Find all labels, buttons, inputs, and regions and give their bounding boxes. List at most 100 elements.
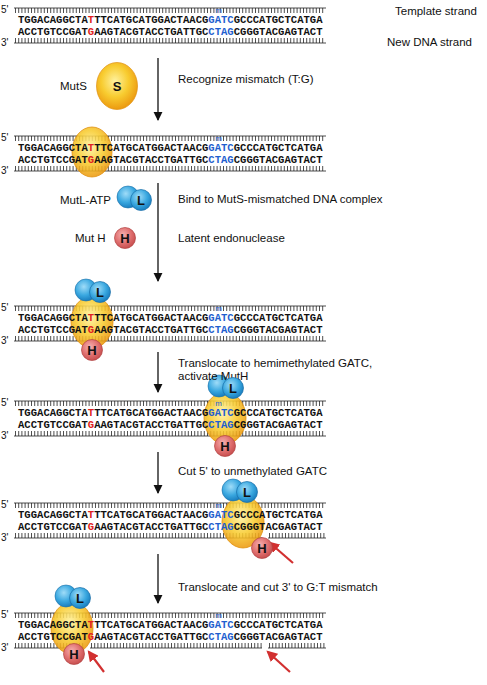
base-letter: G: [272, 407, 278, 419]
base-letter: A: [120, 154, 126, 166]
base-letter: G: [272, 14, 278, 26]
protein-letter: L: [236, 481, 258, 503]
base-letter: C: [56, 154, 62, 166]
base-letter: T: [189, 631, 195, 643]
base-letter: T: [37, 26, 43, 38]
base-letter: G: [310, 142, 316, 154]
dna-backbone: [14, 306, 326, 311]
mutl-protein: L: [222, 377, 244, 399]
base-letter: C: [132, 509, 138, 521]
base-letter: T: [50, 26, 56, 38]
base-letter: A: [177, 154, 183, 166]
dna-backbone: [14, 401, 326, 406]
base-letter: T: [94, 619, 100, 631]
node-shape: [237, 482, 258, 503]
step-arrow: [157, 554, 158, 603]
base-letter: A: [37, 407, 43, 419]
node-shape: [131, 190, 152, 211]
base-letter: C: [246, 619, 252, 631]
base-letter: T: [265, 14, 271, 26]
base-letter: G: [234, 142, 240, 154]
base-letter: C: [158, 26, 164, 38]
base-letter: C: [126, 631, 132, 643]
base-letter: T: [177, 407, 183, 419]
base-letter: A: [265, 26, 271, 38]
base-letter: C: [31, 324, 37, 336]
base-letter: G: [202, 407, 208, 419]
base-letter: T: [75, 14, 81, 26]
base-letter: G: [132, 26, 138, 38]
base-letter: A: [145, 521, 151, 533]
base-letter: T: [37, 521, 43, 533]
base-letter: C: [227, 509, 233, 521]
base-letter: G: [62, 509, 68, 521]
base-letter: C: [170, 407, 176, 419]
base-letter: C: [107, 509, 113, 521]
base-letter: G: [43, 419, 49, 431]
dna-backbone: [90, 643, 262, 648]
base-letter: G: [151, 14, 157, 26]
end-label: 5': [1, 396, 8, 409]
base-letter: G: [240, 324, 246, 336]
step-label: Cut 5' to unmethylated GATC: [178, 465, 327, 478]
base-letter: G: [88, 324, 94, 336]
base-letter: C: [170, 312, 176, 324]
base-letter: G: [170, 521, 176, 533]
dna-sequence: ACCTGTCCGATGAAGTACGTACCTGATTGCCTAGCGGGTA…: [18, 26, 323, 38]
base-letter: C: [170, 142, 176, 154]
base-letter: A: [18, 324, 24, 336]
base-letter: A: [316, 509, 322, 521]
base-letter: C: [253, 14, 259, 26]
base-letter: G: [126, 509, 132, 521]
base-letter: C: [126, 26, 132, 38]
base-letter: C: [56, 521, 62, 533]
base-letter: A: [120, 521, 126, 533]
node-shape: [97, 63, 138, 110]
base-letter: T: [297, 154, 303, 166]
base-letter: A: [75, 631, 81, 643]
base-letter: A: [94, 419, 100, 431]
base-letter: G: [272, 619, 278, 631]
base-letter: A: [297, 142, 303, 154]
base-letter: A: [81, 509, 87, 521]
base-letter: A: [81, 312, 87, 324]
base-letter: C: [196, 407, 202, 419]
base-letter: C: [291, 407, 297, 419]
base-letter: A: [177, 324, 183, 336]
base-letter: A: [139, 407, 145, 419]
base-letter: T: [120, 407, 126, 419]
end-label: 5': [1, 301, 8, 314]
base-letter: A: [145, 26, 151, 38]
base-letter: A: [37, 619, 43, 631]
base-letter: A: [113, 142, 119, 154]
base-letter: T: [265, 509, 271, 521]
base-letter: C: [69, 619, 75, 631]
base-letter: C: [56, 26, 62, 38]
base-letter: C: [278, 142, 284, 154]
base-letter: G: [246, 26, 252, 38]
base-letter: C: [62, 631, 68, 643]
base-letter: G: [132, 419, 138, 431]
base-letter: T: [221, 14, 227, 26]
dna-sequence: TGGACAGGCTATTTCATGCATGGACTAACGGATCGCCCAT…: [18, 509, 323, 521]
base-letter: A: [145, 154, 151, 166]
base-letter: T: [316, 26, 322, 38]
base-letter: C: [272, 154, 278, 166]
base-letter: G: [24, 312, 30, 324]
base-letter: C: [246, 407, 252, 419]
base-letter: T: [215, 419, 221, 431]
base-letter: T: [18, 509, 24, 521]
dna-sequence: TGGACAGGCTATTTCATGCATGGACTAACGGATCGCCCAT…: [18, 407, 323, 419]
node-shape: [223, 378, 244, 399]
base-letter: A: [189, 142, 195, 154]
base-letter: A: [221, 419, 227, 431]
base-letter: G: [62, 14, 68, 26]
base-letter: A: [183, 142, 189, 154]
base-letter: G: [107, 631, 113, 643]
base-letter: A: [284, 324, 290, 336]
base-letter: A: [50, 619, 56, 631]
base-letter: C: [31, 419, 37, 431]
base-letter: C: [69, 142, 75, 154]
base-letter: T: [50, 154, 56, 166]
base-letter: C: [227, 407, 233, 419]
